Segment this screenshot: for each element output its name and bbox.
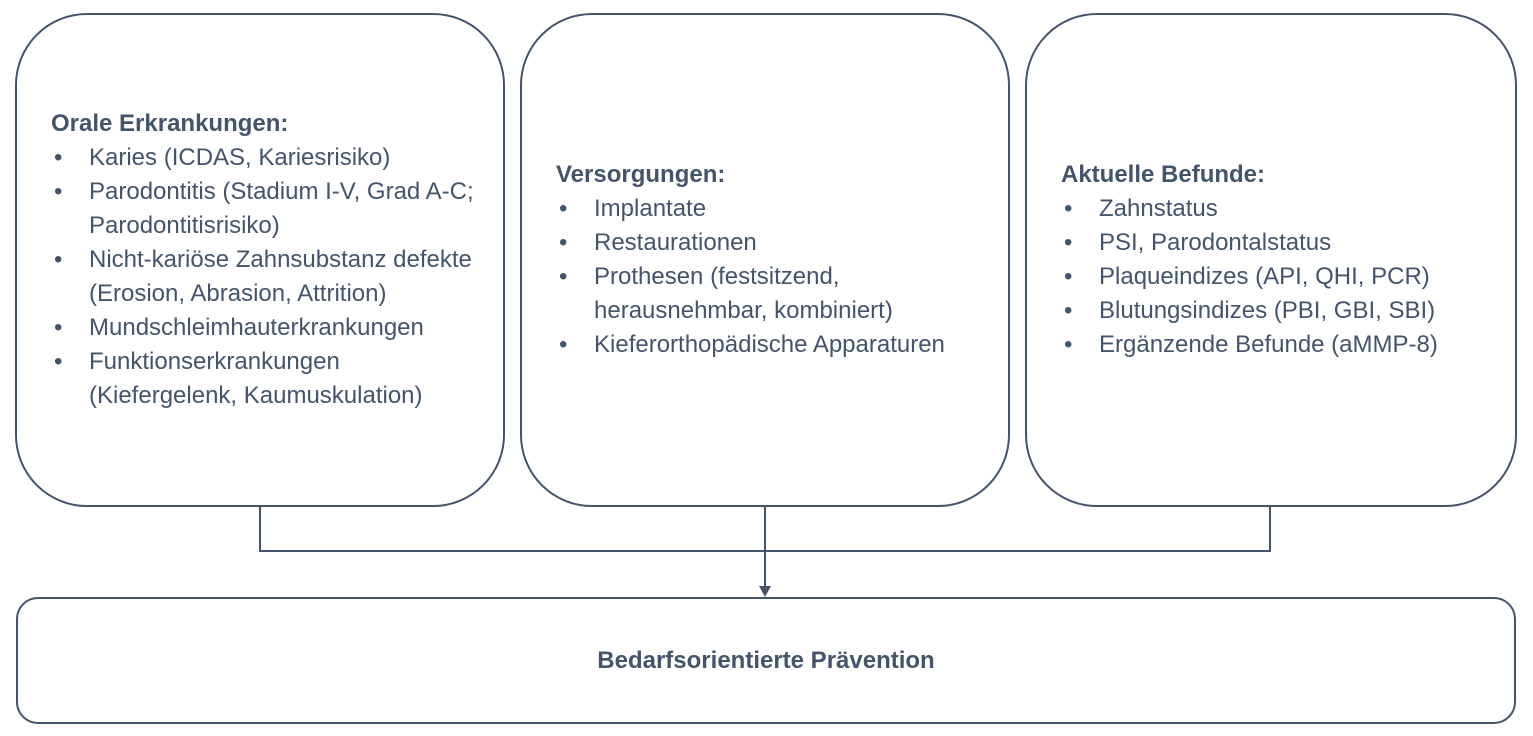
- list-item-text: Ergänzende Befunde (aMMP-8): [1099, 331, 1438, 358]
- list-item-text: PSI, Parodontalstatus: [1099, 229, 1332, 256]
- list-item: • Karies (ICDAS, Kariesrisiko): [51, 141, 489, 175]
- box-heading: Aktuelle Befunde:: [1061, 161, 1266, 188]
- bullet-icon: •: [54, 178, 63, 205]
- bullet-icon: •: [1064, 195, 1073, 222]
- list-item-text: Plaqueindizes (API, QHI, PCR): [1099, 263, 1430, 290]
- list-item: • Implantate: [556, 192, 994, 226]
- bullet-icon: •: [559, 263, 568, 290]
- list-item: • PSI, Parodontalstatus: [1061, 226, 1438, 260]
- box-heading: Versorgungen:: [556, 161, 726, 188]
- list-item-text: Implantate: [594, 195, 707, 222]
- result-label: Bedarfsorientierte Prävention: [597, 646, 935, 674]
- box-content: Versorgungen: • Implantate • Restauratione…: [522, 158, 1008, 362]
- list-item-text: Funktionserkrankungen (Kiefergelenk, Kau…: [89, 348, 423, 409]
- list-item: • Nicht-kariöse Zahnsubstanz defekte (Ero…: [51, 243, 489, 311]
- bullet-icon: •: [54, 314, 63, 341]
- list-item: • Parodontitis (Stadium I-V, Grad A-C; Pa…: [51, 175, 489, 243]
- list-item: • Funktionserkrankungen (Kiefergelenk, Ka…: [51, 345, 489, 413]
- box-bedarfsorientierte-praevention: Bedarfsorientierte Prävention: [16, 597, 1516, 724]
- list-item-text: Prothesen (festsitzend, herausnehmbar, k…: [594, 263, 893, 324]
- item-list: • Zahnstatus • PSI, Parodontalstatus • Plaq…: [1061, 192, 1438, 362]
- list-item-text: Nicht-kariöse Zahnsubstanz defekte (Eros…: [89, 246, 472, 307]
- box-heading: Orale Erkrankungen:: [51, 110, 289, 137]
- list-item-text: Parodontitis (Stadium I-V, Grad A-C; Par…: [89, 178, 474, 239]
- list-item-text: Kieferorthopädische Apparaturen: [594, 331, 945, 358]
- bullet-icon: •: [559, 229, 568, 256]
- list-item: • Mundschleimhauterkrankungen: [51, 311, 489, 345]
- list-item: • Plaqueindizes (API, QHI, PCR): [1061, 260, 1438, 294]
- bullet-icon: •: [54, 348, 63, 375]
- list-item-text: Karies (ICDAS, Kariesrisiko): [89, 144, 391, 171]
- list-item: • Blutungsindizes (PBI, GBI, SBI): [1061, 294, 1438, 328]
- bullet-icon: •: [1064, 331, 1073, 358]
- list-item: • Restaurationen: [556, 226, 994, 260]
- bullet-icon: •: [54, 144, 63, 171]
- list-item: • Ergänzende Befunde (aMMP-8): [1061, 328, 1438, 362]
- bullet-icon: •: [559, 195, 568, 222]
- item-list: • Karies (ICDAS, Kariesrisiko) • Parodonti…: [51, 141, 489, 413]
- list-item: • Zahnstatus: [1061, 192, 1438, 226]
- list-item-text: Mundschleimhauterkrankungen: [89, 314, 424, 341]
- bullet-icon: •: [54, 246, 63, 273]
- bullet-icon: •: [559, 331, 568, 358]
- box-aktuelle-befunde: Aktuelle Befunde: • Zahnstatus • PSI, Paro…: [1025, 13, 1517, 507]
- list-item-text: Blutungsindizes (PBI, GBI, SBI): [1099, 297, 1436, 324]
- box-content: Aktuelle Befunde: • Zahnstatus • PSI, Paro…: [1027, 158, 1452, 362]
- bullet-icon: •: [1064, 263, 1073, 290]
- list-item-text: Zahnstatus: [1099, 195, 1218, 222]
- list-item: • Kieferorthopädische Apparaturen: [556, 328, 994, 362]
- box-versorgungen: Versorgungen: • Implantate • Restauratione…: [520, 13, 1010, 507]
- box-content: Orale Erkrankungen: • Karies (ICDAS, Kari…: [17, 107, 503, 413]
- list-item: • Prothesen (festsitzend, herausnehmbar, …: [556, 260, 994, 328]
- item-list: • Implantate • Restaurationen • Prothesen (…: [556, 192, 994, 362]
- arrowhead-icon: [759, 586, 771, 597]
- box-orale-erkrankungen: Orale Erkrankungen: • Karies (ICDAS, Kari…: [15, 13, 505, 507]
- bullet-icon: •: [1064, 297, 1073, 324]
- list-item-text: Restaurationen: [594, 229, 757, 256]
- bullet-icon: •: [1064, 229, 1073, 256]
